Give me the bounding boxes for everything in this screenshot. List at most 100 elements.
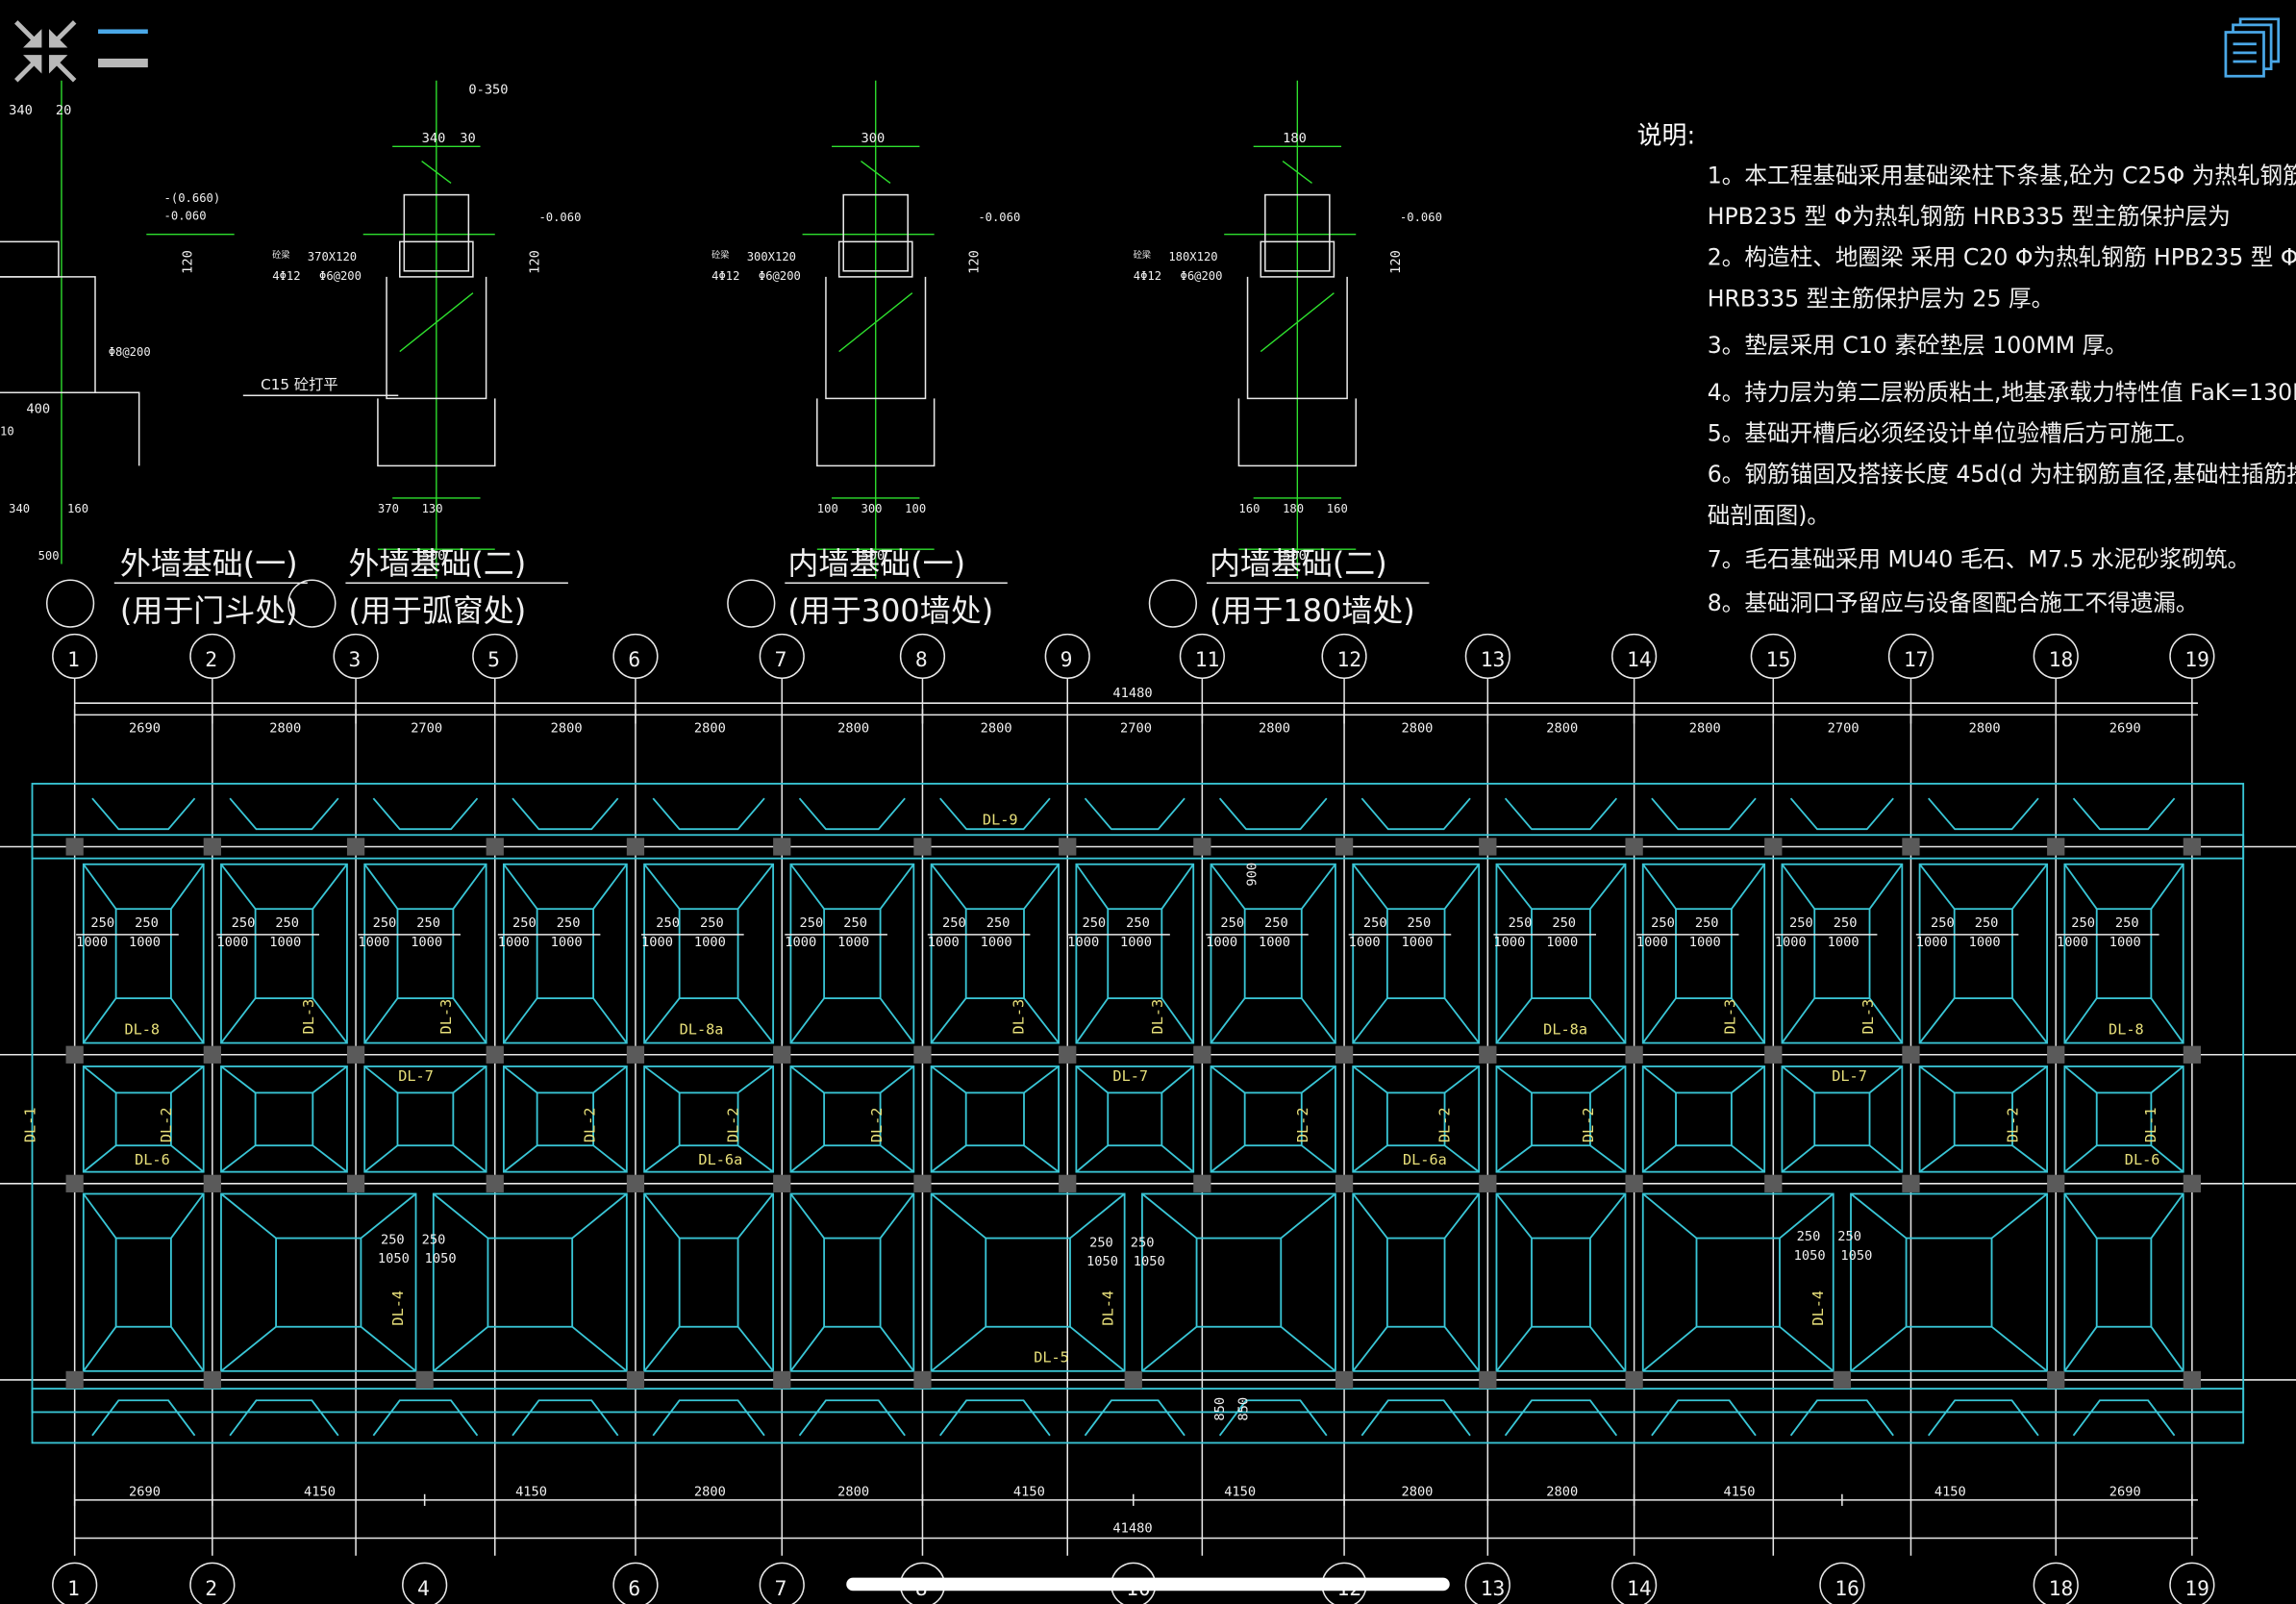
bars-text: 4Φ12 [711,269,739,283]
section-title: 内墙基础(一) [787,545,965,582]
dimension-text: 1000 [2057,935,2088,950]
pages-button[interactable] [2214,17,2284,82]
footing-slope [220,1065,257,1094]
home-indicator[interactable] [846,1577,1450,1591]
layers-button[interactable] [97,23,153,76]
footing-pad [643,863,775,1044]
section-bubble [287,579,337,628]
footing-slope [1919,1065,1956,1094]
footing-slope [1160,1144,1194,1173]
footing-slope [2011,1144,2048,1173]
footing-pad [1781,863,1904,1044]
footing-slope [931,1065,967,1094]
footing-slope [1868,864,1904,910]
edge-footing [2072,797,2176,831]
footing-slope [931,1144,967,1173]
dimension-text: 1000 [129,935,161,950]
column-node [1479,838,1497,856]
column-node [486,1045,504,1064]
footing-label: DL-2 [725,1108,742,1143]
dimension-text: 370 [378,502,399,515]
footing-slope [1443,1065,1480,1094]
column-node [773,838,791,856]
dimension-text: 250 [700,915,724,931]
elevation-text: -0.060 [164,209,207,222]
column-node [65,838,84,856]
section-subtitle: (用于门斗处) [120,592,298,629]
note-line: 8。基础洞口予留应与设备图配合施工不得遗漏。 [1707,589,2199,617]
footing-slope [1642,1144,1677,1173]
footing-pad [1641,863,1766,1044]
dimension-text: 160 [67,502,88,515]
dimension-text: 250 [275,915,299,931]
dimension-text: 4150 [1224,1484,1256,1499]
beam-section [0,240,60,278]
footing-slope [170,997,205,1044]
axis-bubble [2169,1562,2215,1604]
dimension-text: 100 [817,502,838,515]
footing-inner [985,1237,1071,1328]
footing-slope [1069,1326,1126,1372]
footing-slope [737,1065,774,1094]
dimension-text: 4150 [1934,1484,1966,1499]
axis-label: 8 [915,648,928,672]
dimension-text: 1050 [1794,1248,1826,1264]
edge-footing [1928,1399,2039,1437]
column-node [1479,1174,1497,1192]
footing-label: DL-8 [2109,1020,2144,1038]
column-node [1059,1045,1077,1064]
footing-slope [170,1192,205,1240]
footing-label: DL-2 [868,1108,886,1143]
footing-slope [1301,1065,1336,1094]
edge-footing [91,797,196,831]
footing-slope [1023,1144,1060,1173]
collapse-button[interactable] [12,17,79,85]
footing-label: DL-7 [1112,1067,1148,1085]
footing-slope [931,1326,986,1372]
dimension-text: 250 [1552,915,1576,931]
dimension-text: 1000 [1120,935,1152,950]
beam-section [1260,240,1335,278]
footing-slope [1352,1192,1388,1240]
footing-slope [1589,1326,1627,1372]
footing-inner [1905,1237,1993,1328]
footing-slope [571,1326,628,1372]
edge-footing [229,797,339,831]
dimension-text: 250 [422,1232,446,1247]
footing-pad [1641,1065,1766,1173]
footing-slope [2150,997,2184,1044]
footing-slope [1495,864,1533,910]
column-node [1764,1045,1783,1064]
footing-step [0,276,96,393]
dimension-text: 1050 [1086,1254,1118,1269]
section-note: C15 砼打平 [261,376,337,393]
footing-pad [2063,1065,2184,1173]
footing-slope [2150,1144,2184,1173]
edge-footing [939,797,1051,831]
footing-slope [1495,1065,1533,1094]
footing-slope [879,1326,915,1372]
footing-slope [1301,997,1336,1044]
footing-inner [2095,1237,2153,1328]
dimension-text: 1050 [425,1251,457,1266]
footing-slope [312,864,348,910]
footing-slope [592,1144,628,1173]
footing-slope [83,864,117,910]
edge-footing [1084,1399,1185,1437]
footing-slope [2150,1192,2184,1240]
axis-label: 14 [1627,648,1652,672]
column-node [2183,838,2202,856]
footing-inner [254,908,314,1000]
footing-slope [170,1065,205,1094]
layers-icon [98,29,148,68]
break-line [421,161,452,184]
section-subtitle: (用于300墙处) [787,592,993,629]
edge-footing [1651,1399,1757,1437]
footing-pad [220,1065,348,1173]
footing-pad [1352,1192,1481,1372]
footing-label: DL-7 [1832,1067,1867,1085]
footing-label: DL-3 [1722,999,1739,1035]
footing-step [825,276,927,400]
